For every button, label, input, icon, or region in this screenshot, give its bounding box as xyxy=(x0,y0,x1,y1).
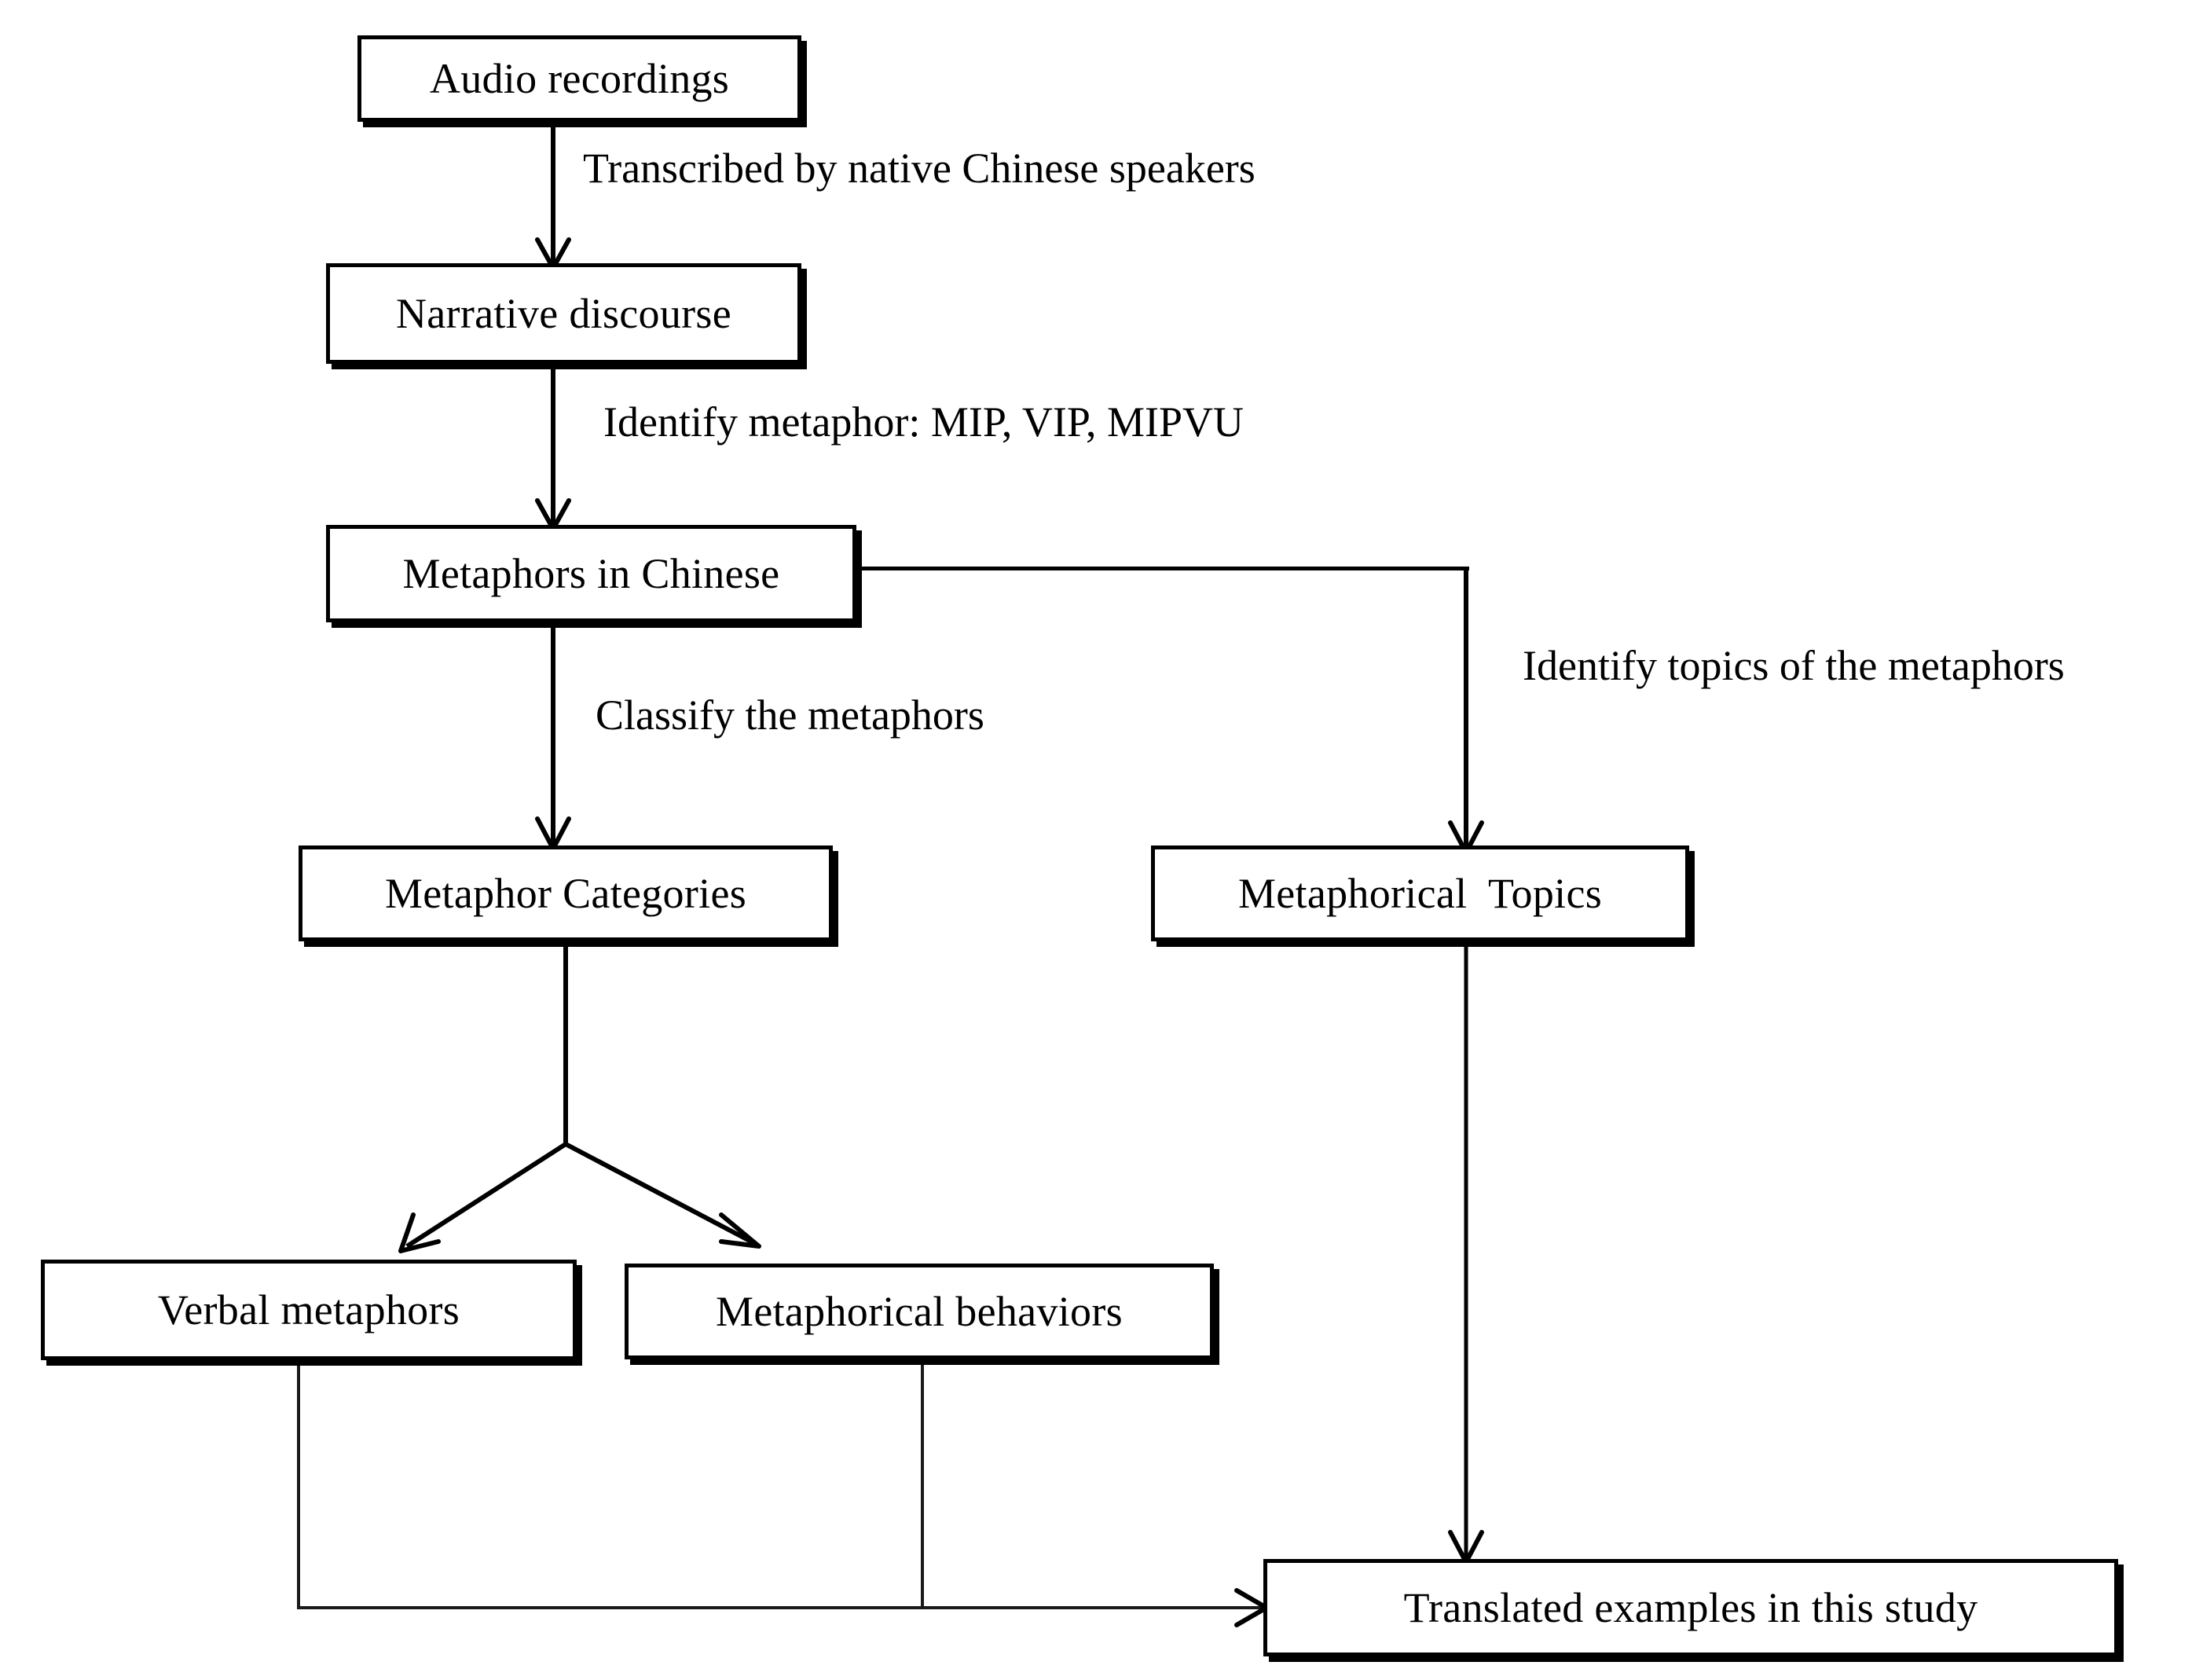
node-metaphorical-behaviors: Metaphorical behaviors xyxy=(625,1264,1214,1359)
edge-verbal-to-translated-horizontal xyxy=(297,1606,1265,1609)
node-metaphor-categories: Metaphor Categories xyxy=(299,846,833,941)
node-label: Metaphorical Topics xyxy=(1237,869,1603,917)
node-label: Audio recordings xyxy=(429,54,730,102)
edge-label-transcribed: Transcribed by native Chinese speakers xyxy=(583,145,1255,192)
node-label: Translated examples in this study xyxy=(1403,1583,1978,1631)
node-audio-recordings: Audio recordings xyxy=(357,35,801,122)
node-label: Narrative discourse xyxy=(395,289,732,337)
node-label: Metaphor Categories xyxy=(384,869,747,917)
edge-verbal-to-translated-vertical xyxy=(297,1360,300,1608)
node-verbal-metaphors: Verbal metaphors xyxy=(41,1260,577,1360)
edge-audio-to-narrative xyxy=(535,122,571,270)
node-label: Verbal metaphors xyxy=(157,1286,460,1333)
edge-topics-to-translated xyxy=(1448,941,1484,1564)
edge-behaviors-to-translated-vertical xyxy=(921,1359,924,1608)
edge-label-identify-topics: Identify topics of the metaphors xyxy=(1523,642,2065,689)
node-narrative-discourse: Narrative discourse xyxy=(326,263,801,364)
node-translated-examples: Translated examples in this study xyxy=(1263,1559,2118,1656)
edge-categories-split xyxy=(398,941,761,1253)
edge-metaphors-to-categories xyxy=(535,622,571,851)
edge-metaphors-to-topics-vertical xyxy=(1448,567,1484,855)
node-metaphors-in-chinese: Metaphors in Chinese xyxy=(326,525,856,622)
node-metaphorical-topics: Metaphorical Topics xyxy=(1151,846,1689,941)
edge-metaphors-to-topics-horizontal xyxy=(856,567,1469,570)
edge-label-classify: Classify the metaphors xyxy=(596,691,984,739)
node-label: Metaphorical behaviors xyxy=(716,1287,1123,1335)
node-label: Metaphors in Chinese xyxy=(402,549,780,597)
edge-narrative-to-metaphors xyxy=(535,365,571,531)
edge-label-identify-metaphor: Identify metaphor: MIP, VIP, MIPVU xyxy=(603,398,1244,446)
